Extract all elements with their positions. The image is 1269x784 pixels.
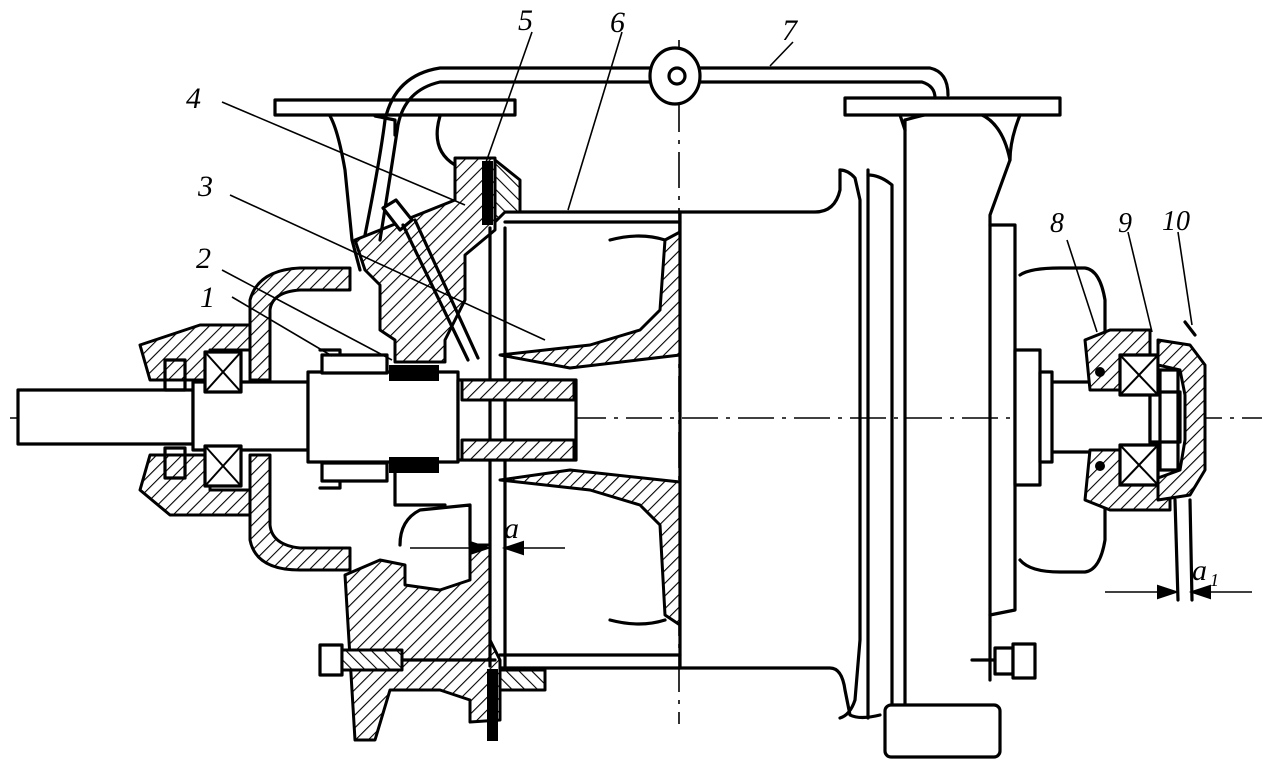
left-bearing-housing	[138, 323, 252, 517]
packing-gland	[320, 353, 439, 483]
gap-a-dimension	[410, 540, 565, 556]
label-7: 7	[782, 14, 799, 47]
label-1: 1	[200, 281, 215, 314]
dimension-label-a1-subscript: 1	[1210, 570, 1219, 590]
label-9: 9	[1118, 208, 1132, 239]
label-6: 6	[610, 6, 625, 39]
right-cover	[988, 223, 1107, 617]
right-bearing-assembly	[1083, 320, 1207, 602]
label-8: 8	[1050, 208, 1064, 239]
dimension-label-a1: a	[1192, 554, 1207, 587]
gap-a1-dimension	[1105, 584, 1252, 600]
impeller	[460, 230, 682, 627]
connecting-pipe	[363, 46, 950, 362]
top-flange-right	[843, 96, 1062, 162]
end-shield-left	[343, 156, 502, 742]
left-bolt	[318, 643, 497, 677]
label-2: 2	[196, 242, 211, 275]
leader-lines	[221, 31, 1193, 361]
right-bolt	[970, 642, 1037, 680]
label-4: 4	[186, 82, 201, 115]
shaft	[16, 370, 1182, 464]
dimension-label-a: a	[504, 512, 519, 545]
central-body	[678, 108, 1012, 759]
label-5: 5	[518, 4, 533, 37]
top-flange-left	[273, 98, 517, 272]
label-3: 3	[197, 170, 213, 203]
label-10: 10	[1162, 206, 1190, 237]
